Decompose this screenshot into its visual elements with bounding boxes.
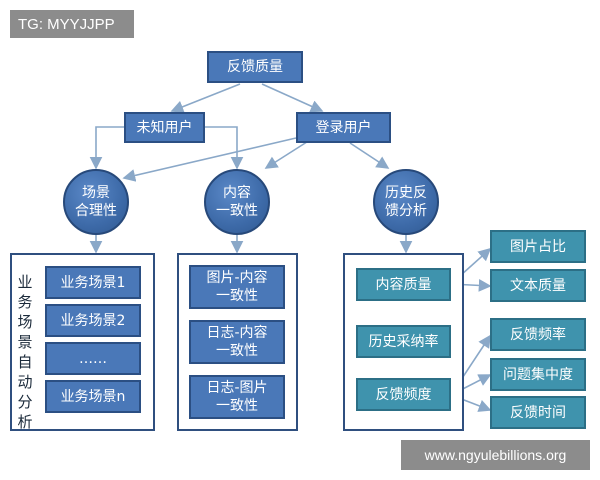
node-label: 登录用户: [315, 119, 372, 136]
node-feedback-rate: 反馈频率: [490, 318, 586, 351]
node-label: 反馈频率: [510, 326, 566, 343]
node-label: 反馈质量: [227, 59, 283, 75]
history-content-quality: 内容质量: [356, 268, 451, 301]
node-history-analysis: 历史反 馈分析: [373, 169, 439, 235]
node-login-user: 登录用户: [296, 112, 391, 143]
history-feedback-frequency: 反馈频度: [356, 378, 451, 411]
edge-root-login: [261, 83, 324, 113]
node-label: ……: [79, 350, 107, 367]
scene-item-ellipsis: ……: [45, 342, 141, 375]
consistency-log-content: 日志-内容 一致性: [189, 320, 285, 364]
node-label: 图片-内容 一致性: [206, 270, 268, 304]
edge-login-history: [349, 142, 390, 169]
scene-item-1: 业务场景1: [45, 266, 141, 299]
node-label: 反馈时间: [510, 404, 566, 421]
edge-login-content: [264, 139, 311, 169]
node-content-consistency: 内容 一致性: [204, 169, 270, 235]
node-label: 历史反 馈分析: [385, 185, 427, 219]
node-label: 未知用户: [136, 119, 193, 136]
edge-root-unknown: [170, 83, 241, 113]
watermark-top-left: TG: MYYJJPP: [10, 10, 134, 38]
node-label: 业务场景1: [60, 274, 126, 291]
node-label: 反馈频度: [375, 386, 432, 403]
node-unknown-user: 未知用户: [124, 112, 205, 143]
scene-item-2: 业务场景2: [45, 304, 141, 337]
watermark-bottom-right: www.ngyulebillions.org: [401, 440, 590, 470]
consistency-image-content: 图片-内容 一致性: [189, 265, 285, 309]
node-text-quality: 文本质量: [490, 269, 586, 302]
scene-item-n: 业务场景n: [45, 380, 141, 413]
node-issue-concentration: 问题集中度: [490, 358, 586, 391]
node-label: 内容质量: [375, 276, 432, 293]
edge-unknown-scene: [89, 126, 124, 170]
node-feedback-time: 反馈时间: [490, 396, 586, 429]
edge-login-scene: [122, 137, 297, 182]
node-label: 业务场景n: [60, 388, 126, 405]
history-adoption-rate: 历史采纳率: [356, 325, 451, 358]
node-label: 文本质量: [510, 277, 566, 294]
node-label: 日志-图片 一致性: [206, 380, 268, 414]
consistency-log-image: 日志-图片 一致性: [189, 375, 285, 419]
node-label: 场景 合理性: [75, 185, 117, 219]
node-label: 日志-内容 一致性: [206, 325, 268, 359]
node-label: 业务场景2: [60, 312, 126, 329]
node-label: 图片占比: [510, 238, 566, 255]
edge-unknown-content: [205, 126, 244, 170]
node-scene-rationality: 场景 合理性: [63, 169, 129, 235]
node-label: 历史采纳率: [368, 333, 439, 350]
node-feedback-quality: 反馈质量: [207, 51, 303, 83]
node-label: 内容 一致性: [216, 185, 258, 219]
panel-side-label: 业务场景自动分析: [17, 273, 33, 431]
node-image-ratio: 图片占比: [490, 230, 586, 263]
node-label: 问题集中度: [503, 366, 573, 383]
